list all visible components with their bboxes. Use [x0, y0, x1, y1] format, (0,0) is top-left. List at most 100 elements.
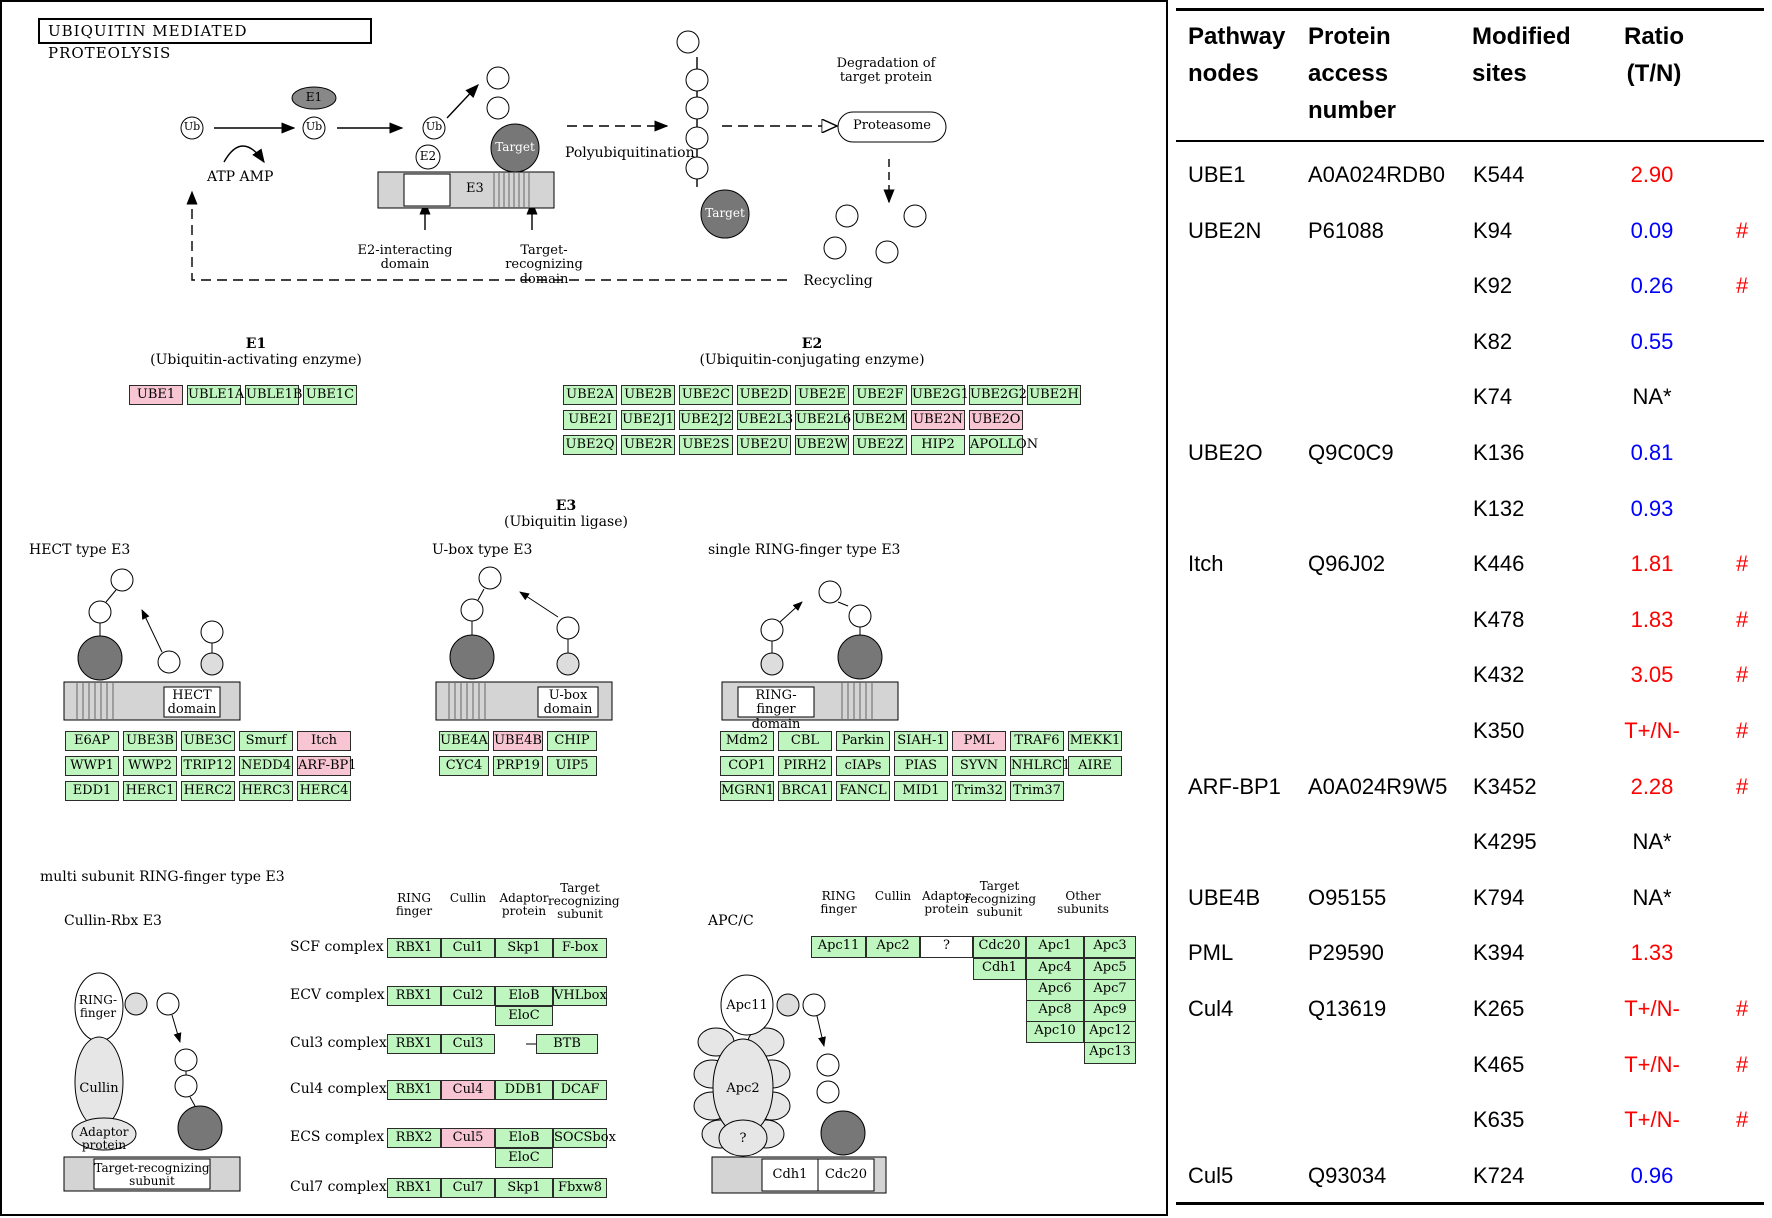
gene-box-uble1a[interactable]: UBLE1A	[187, 385, 244, 405]
gene-box-wwp2[interactable]: WWP2	[123, 756, 177, 776]
gene-box-ube2h[interactable]: UBE2H	[1027, 385, 1081, 405]
gene-box-dcaf[interactable]: DCAF	[553, 1080, 607, 1100]
gene-box-apc6[interactable]: Apc6	[1026, 979, 1084, 1001]
gene-box-pml[interactable]: PML	[952, 731, 1006, 751]
gene-box-mid1[interactable]: MID1	[894, 781, 948, 801]
gene-box-herc2[interactable]: HERC2	[181, 781, 235, 801]
gene-box-ube2i[interactable]: UBE2I	[563, 410, 617, 430]
gene-box-brca1[interactable]: BRCA1	[778, 781, 832, 801]
gene-box-apc4[interactable]: Apc4	[1026, 958, 1084, 980]
gene-box-rbx1[interactable]: RBX1	[387, 1034, 441, 1054]
gene-box-smurf[interactable]: Smurf	[239, 731, 293, 751]
gene-box-trim37[interactable]: Trim37	[1010, 781, 1064, 801]
gene-box-ube2g1[interactable]: UBE2G1	[911, 385, 969, 405]
gene-box-rbx1[interactable]: RBX1	[387, 938, 441, 958]
gene-box-arf-bp1[interactable]: ARF-BP1	[297, 756, 357, 776]
gene-box-ube2f[interactable]: UBE2F	[853, 385, 907, 405]
gene-box-ube1c[interactable]: UBE1C	[303, 385, 357, 405]
gene-box-cop1[interactable]: COP1	[720, 756, 774, 776]
gene-box-[interactable]: ?	[920, 936, 973, 958]
gene-box-traf6[interactable]: TRAF6	[1010, 731, 1064, 751]
gene-box-ube4b[interactable]: UBE4B	[493, 731, 543, 751]
gene-box-apc1[interactable]: Apc1	[1026, 936, 1084, 958]
gene-box-chip[interactable]: CHIP	[547, 731, 597, 751]
gene-box-cul2[interactable]: Cul2	[441, 986, 495, 1006]
gene-box-apollon[interactable]: APOLLON	[969, 435, 1038, 455]
gene-box-cdc20[interactable]: Cdc20	[973, 936, 1026, 958]
gene-box-nhlrc1[interactable]: NHLRC1	[1010, 756, 1070, 776]
gene-box-ube4a[interactable]: UBE4A	[439, 731, 489, 751]
gene-box-ube2o[interactable]: UBE2O	[969, 410, 1023, 430]
gene-box-herc3[interactable]: HERC3	[239, 781, 293, 801]
gene-box-apc8[interactable]: Apc8	[1026, 1000, 1084, 1022]
gene-box-rbx1[interactable]: RBX1	[387, 1178, 441, 1198]
gene-box-rbx2[interactable]: RBX2	[387, 1128, 441, 1148]
gene-box-prp19[interactable]: PRP19	[493, 756, 543, 776]
gene-box-hip2[interactable]: HIP2	[911, 435, 965, 455]
gene-box-rbx1[interactable]: RBX1	[387, 1080, 441, 1100]
gene-box-ube2l3[interactable]: UBE2L3	[737, 410, 793, 430]
gene-box-ube3b[interactable]: UBE3B	[123, 731, 177, 751]
gene-box-elob[interactable]: EloB	[495, 1128, 553, 1148]
gene-box-pias[interactable]: PIAS	[894, 756, 948, 776]
gene-box-ddb1[interactable]: DDB1	[495, 1080, 553, 1100]
gene-box-apc10[interactable]: Apc10	[1026, 1021, 1084, 1043]
gene-box-rbx1[interactable]: RBX1	[387, 986, 441, 1006]
gene-box-mgrn1[interactable]: MGRN1	[720, 781, 774, 801]
gene-box-cdh1[interactable]: Cdh1	[973, 958, 1026, 980]
gene-box-cul3[interactable]: Cul3	[441, 1034, 495, 1054]
gene-box-ube2d[interactable]: UBE2D	[737, 385, 791, 405]
gene-box-ube2c[interactable]: UBE2C	[679, 385, 733, 405]
gene-box-fancl[interactable]: FANCL	[836, 781, 890, 801]
gene-box-herc1[interactable]: HERC1	[123, 781, 177, 801]
gene-box-ube2m[interactable]: UBE2M	[853, 410, 907, 430]
gene-box-ube2g2[interactable]: UBE2G2	[969, 385, 1027, 405]
gene-box-ube2j1[interactable]: UBE2J1	[621, 410, 675, 430]
gene-box-apc5[interactable]: Apc5	[1084, 958, 1136, 980]
gene-box-ube2u[interactable]: UBE2U	[737, 435, 791, 455]
gene-box-ube2j2[interactable]: UBE2J2	[679, 410, 733, 430]
gene-box-ciaps[interactable]: cIAPs	[836, 756, 890, 776]
gene-box-parkin[interactable]: Parkin	[836, 731, 890, 751]
gene-box-ube2b[interactable]: UBE2B	[621, 385, 675, 405]
gene-box-wwp1[interactable]: WWP1	[65, 756, 119, 776]
gene-box-trim32[interactable]: Trim32	[952, 781, 1006, 801]
gene-box-vhlbox[interactable]: VHLbox	[553, 986, 607, 1006]
gene-box-ube2z[interactable]: UBE2Z	[853, 435, 907, 455]
gene-box-btb[interactable]: BTB	[536, 1034, 598, 1054]
gene-box-pirh2[interactable]: PIRH2	[778, 756, 832, 776]
gene-box-ube1[interactable]: UBE1	[129, 385, 183, 405]
gene-box-ube3c[interactable]: UBE3C	[181, 731, 235, 751]
gene-box-ube2a[interactable]: UBE2A	[563, 385, 617, 405]
gene-box-apc13[interactable]: Apc13	[1084, 1042, 1136, 1064]
gene-box-cul7[interactable]: Cul7	[441, 1178, 495, 1198]
gene-box-ube2q[interactable]: UBE2Q	[563, 435, 617, 455]
gene-box-uip5[interactable]: UIP5	[547, 756, 597, 776]
gene-box-mekk1[interactable]: MEKK1	[1068, 731, 1122, 751]
gene-box-f-box[interactable]: F-box	[553, 938, 607, 958]
gene-box-ube2l6[interactable]: UBE2L6	[795, 410, 851, 430]
gene-box-ube2e[interactable]: UBE2E	[795, 385, 849, 405]
gene-box-ube2s[interactable]: UBE2S	[679, 435, 733, 455]
gene-box-fbxw8[interactable]: Fbxw8	[553, 1178, 607, 1198]
gene-box-mdm2[interactable]: Mdm2	[720, 731, 774, 751]
gene-box-itch[interactable]: Itch	[297, 731, 351, 751]
gene-box-socsbox[interactable]: SOCSbox	[553, 1128, 616, 1148]
gene-box-edd1[interactable]: EDD1	[65, 781, 119, 801]
gene-box-cul4[interactable]: Cul4	[441, 1080, 495, 1100]
gene-box-skp1[interactable]: Skp1	[495, 938, 553, 958]
gene-box-cbl[interactable]: CBL	[778, 731, 832, 751]
gene-box-ube2w[interactable]: UBE2W	[795, 435, 849, 455]
gene-box-apc11[interactable]: Apc11	[811, 936, 866, 958]
gene-box-e6ap[interactable]: E6AP	[65, 731, 119, 751]
gene-box-cul5[interactable]: Cul5	[441, 1128, 495, 1148]
gene-box-ube2r[interactable]: UBE2R	[621, 435, 675, 455]
gene-box-apc9[interactable]: Apc9	[1084, 1000, 1136, 1022]
gene-box-aire[interactable]: AIRE	[1068, 756, 1122, 776]
gene-box-cul1[interactable]: Cul1	[441, 938, 495, 958]
gene-box-herc4[interactable]: HERC4	[297, 781, 351, 801]
gene-box-apc12[interactable]: Apc12	[1084, 1021, 1136, 1043]
gene-box-nedd4[interactable]: NEDD4	[239, 756, 293, 776]
gene-box-syvn[interactable]: SYVN	[952, 756, 1006, 776]
gene-box-siah-1[interactable]: SIAH-1	[894, 731, 948, 751]
